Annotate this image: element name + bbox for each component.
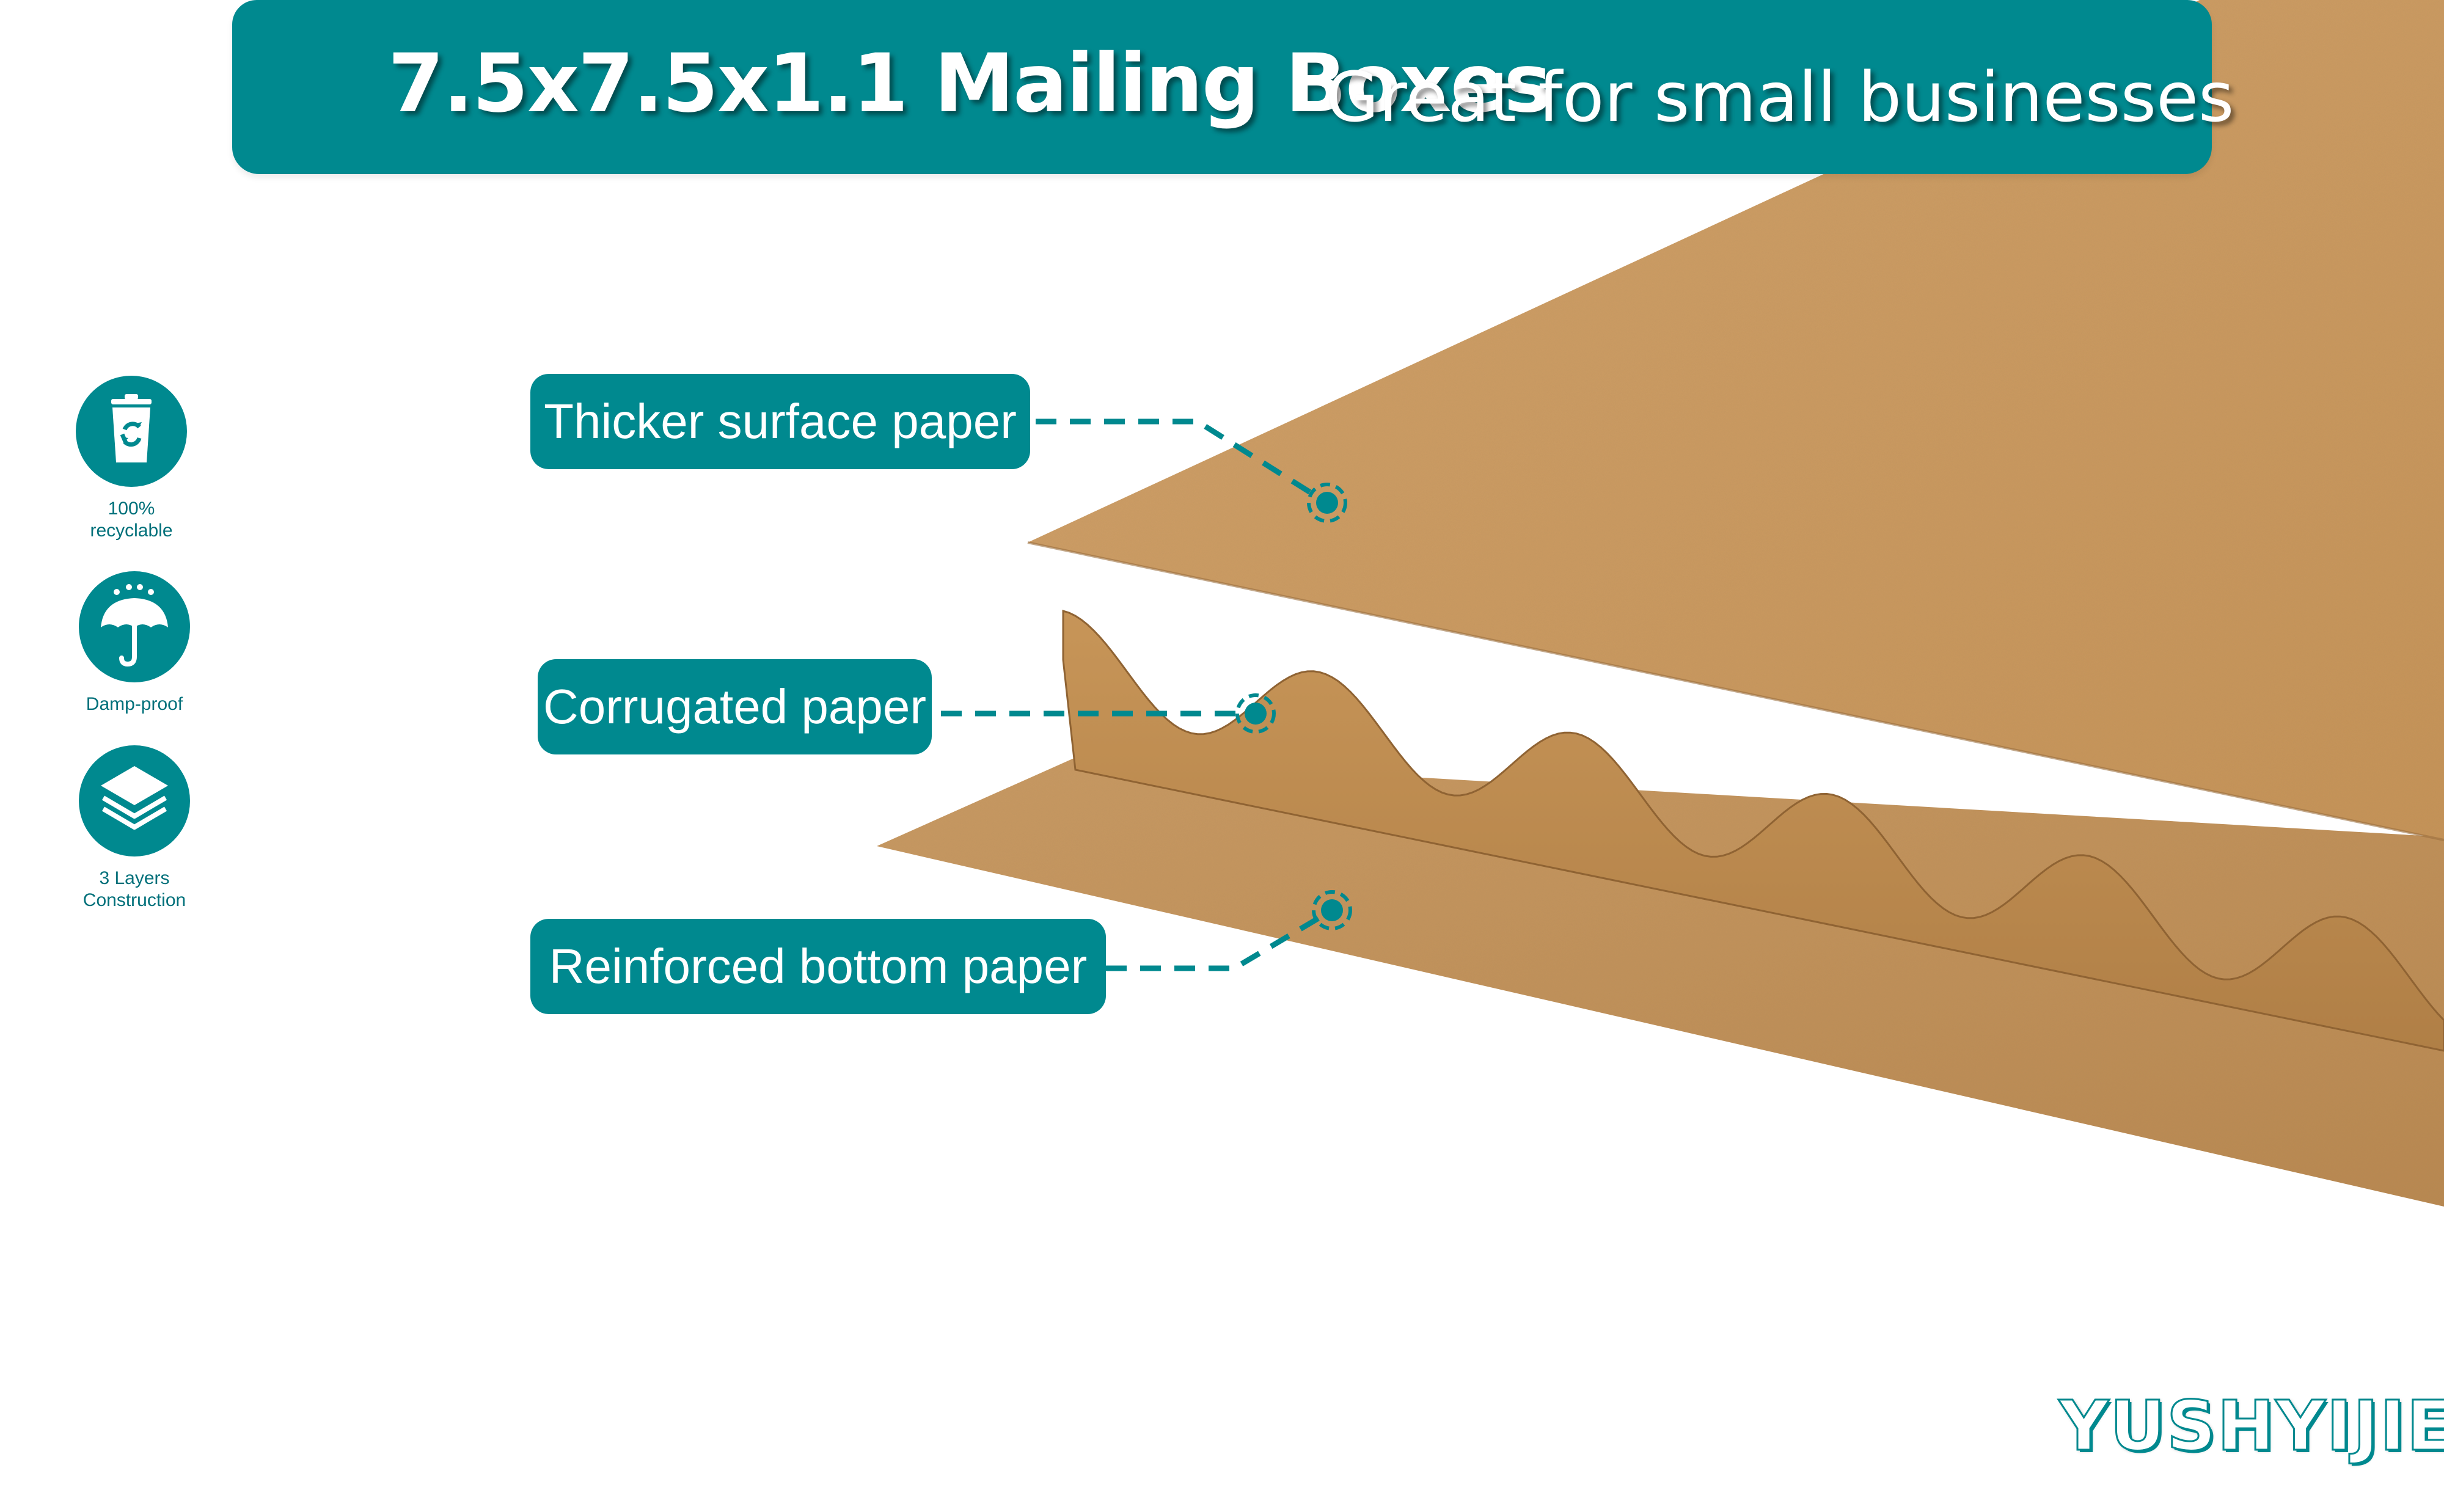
feature-label: 3 Layers Construction bbox=[82, 868, 186, 910]
title-banner: 7.5x7.5x1.1 Mailing Boxes Great for smal… bbox=[232, 0, 2234, 174]
page-title: 7.5x7.5x1.1 Mailing Boxes bbox=[388, 37, 1552, 131]
feature-recyclable: 100% recyclable bbox=[58, 376, 205, 542]
brand-logo: YUSHYIJIE bbox=[2058, 1386, 2444, 1467]
callout-corrugated-paper: Corrugated paper bbox=[538, 659, 932, 754]
feature-three-layers: 3 Layers Construction bbox=[61, 745, 208, 911]
connector-top bbox=[1036, 418, 1328, 505]
corrugated-flute-layer bbox=[1062, 609, 2444, 1052]
callout-thicker-surface-paper: Thicker surface paper bbox=[530, 374, 1030, 469]
feature-label: Damp-proof bbox=[86, 694, 183, 714]
callout-reinforced-bottom-paper: Reinforced bottom paper bbox=[530, 919, 1106, 1014]
recycle-bin-icon bbox=[76, 376, 187, 487]
feature-label: 100% recyclable bbox=[90, 499, 173, 541]
feature-damp-proof: Damp-proof bbox=[61, 571, 208, 715]
marker-middle bbox=[1235, 693, 1276, 734]
marker-bottom bbox=[1312, 890, 1352, 930]
top-liner-sheet bbox=[1027, 0, 2444, 841]
layers-icon bbox=[79, 745, 190, 856]
callout-connectors bbox=[941, 418, 1334, 971]
umbrella-icon bbox=[79, 571, 190, 682]
callout-markers bbox=[1235, 483, 1352, 930]
connector-bottom bbox=[1106, 908, 1334, 971]
marker-top bbox=[1307, 483, 1347, 523]
page-subtitle: Great for small businesses bbox=[1326, 58, 2234, 137]
